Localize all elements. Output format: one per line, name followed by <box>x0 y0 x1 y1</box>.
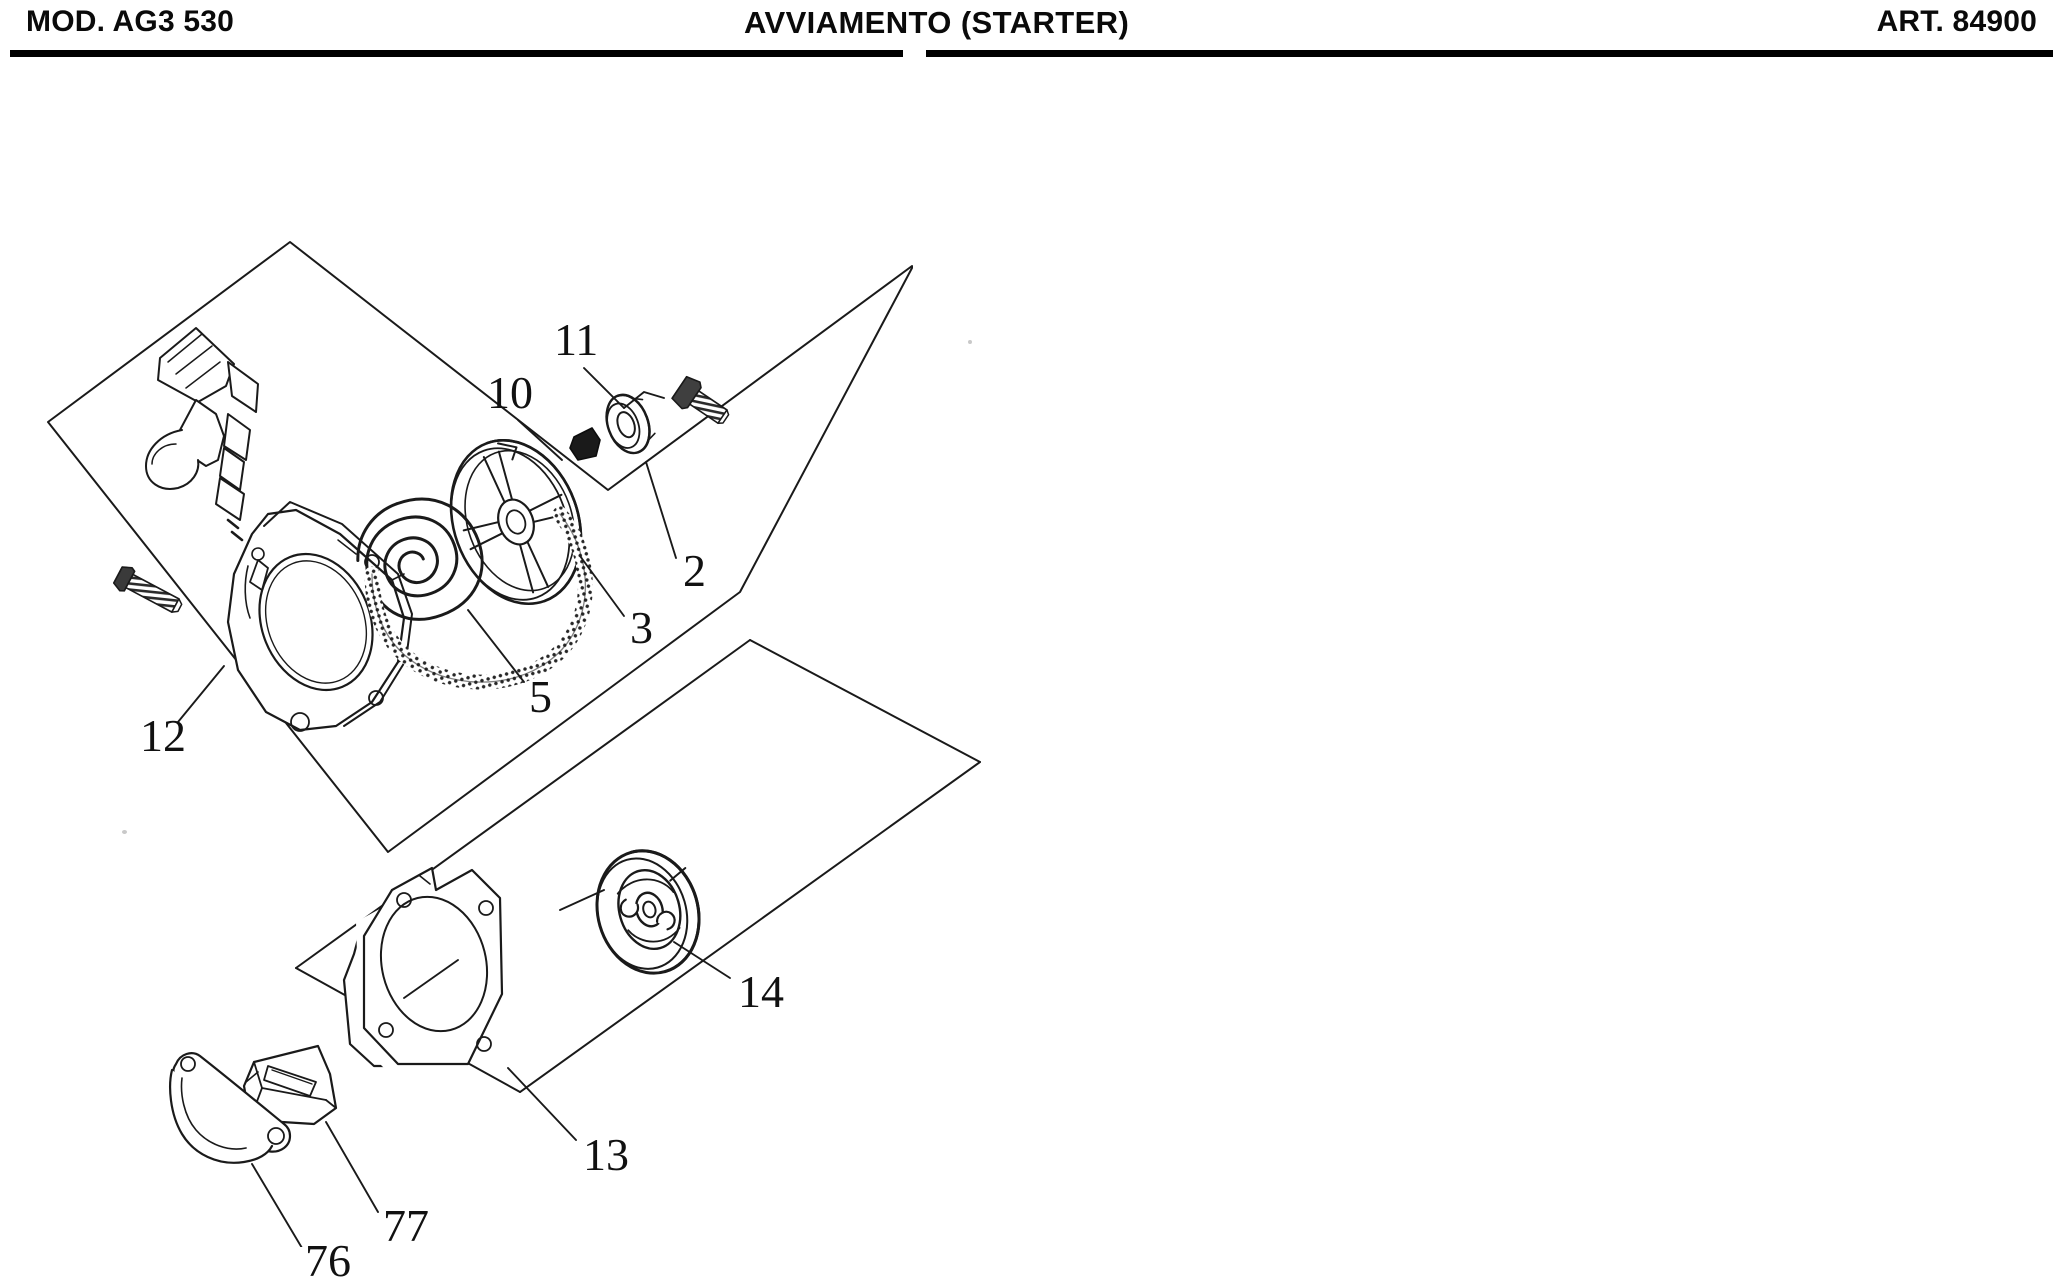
header-rule-right <box>926 50 2053 57</box>
parts-diagram: 11 10 2 3 5 12 14 13 77 76 <box>0 62 2063 1284</box>
page-header: MOD. AG3 530 AVVIAMENTO (STARTER) ART. 8… <box>0 0 2063 62</box>
scan-speck <box>968 340 972 344</box>
page-title: AVVIAMENTO (STARTER) <box>744 5 1130 40</box>
callout-13: 13 <box>583 1129 629 1180</box>
callout-3: 3 <box>630 602 653 653</box>
callout-2: 2 <box>683 545 706 596</box>
starter-rope <box>364 506 593 690</box>
callout-11: 11 <box>554 314 599 365</box>
leader-lines <box>177 367 731 1247</box>
article-label: ART. 84900 <box>1876 5 2037 38</box>
part-2-washer <box>605 393 656 455</box>
callout-12: 12 <box>140 710 186 761</box>
header-rule-left <box>10 50 903 57</box>
part-13-gasket-plate <box>342 866 504 1076</box>
starter-housing-cover <box>226 501 413 732</box>
model-label: MOD. AG3 530 <box>26 5 235 38</box>
callout-5: 5 <box>529 671 552 722</box>
part-12-screw <box>112 566 183 613</box>
scan-speck <box>122 830 127 834</box>
group-box-upper <box>47 241 913 853</box>
callout-77: 77 <box>383 1200 429 1251</box>
callout-76: 76 <box>305 1235 351 1286</box>
part-11-bolt <box>671 375 730 425</box>
part-5-recoil-spring <box>356 497 484 621</box>
part-10-pawl-clip <box>569 427 601 461</box>
pull-start-handle <box>145 327 259 542</box>
callout-14: 14 <box>738 966 784 1017</box>
parts-diagram-svg <box>47 241 981 1247</box>
part-76-curved-strap <box>169 1052 292 1164</box>
part-14-starter-cup <box>595 849 701 975</box>
part-3-rope-pulley-reel <box>449 438 583 606</box>
callout-10: 10 <box>487 367 533 418</box>
